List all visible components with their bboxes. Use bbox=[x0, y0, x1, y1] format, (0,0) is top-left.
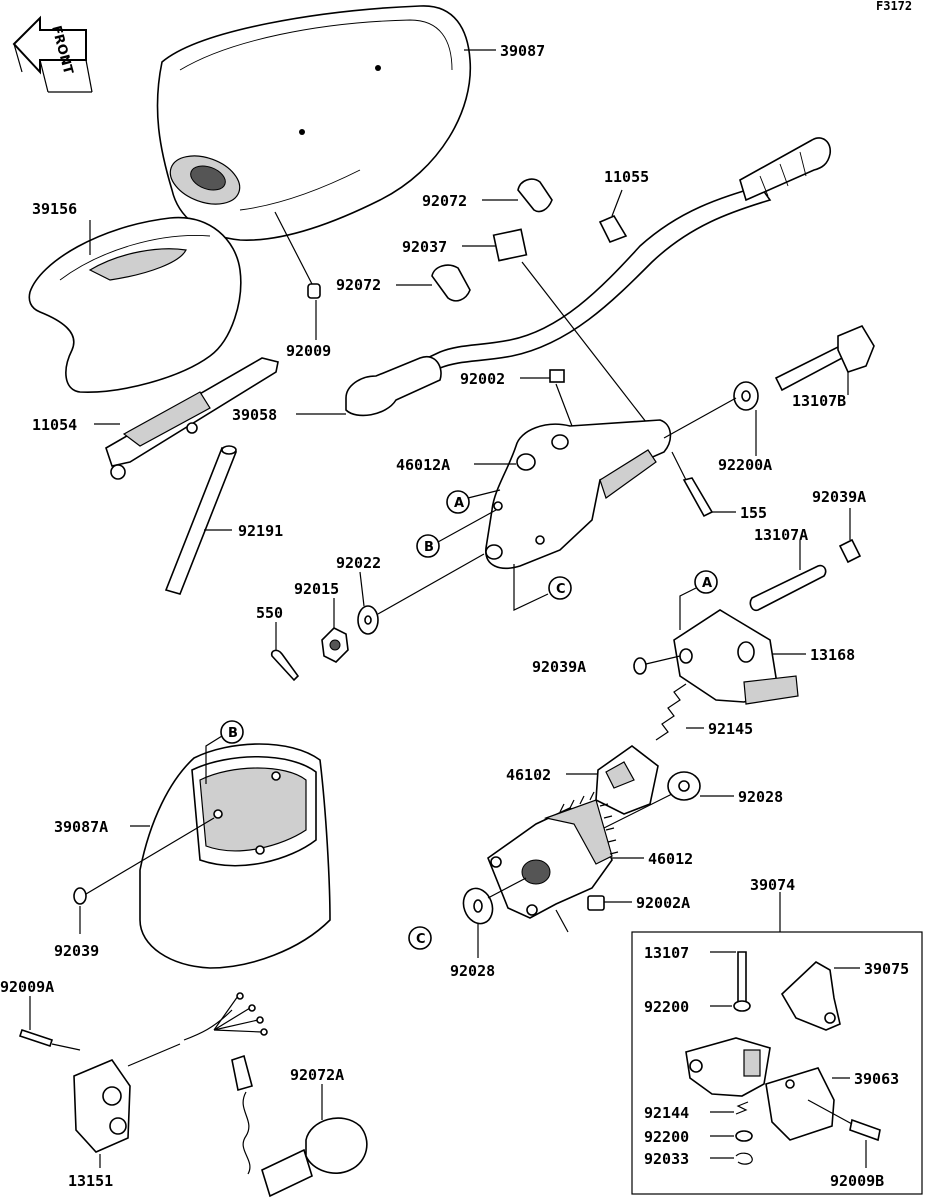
steering-arm-46012A bbox=[485, 419, 672, 570]
label-46012: 46012 bbox=[648, 850, 693, 868]
lower-pad-cover bbox=[28, 216, 242, 393]
kit-box-39074 bbox=[631, 892, 923, 1195]
washer-92022 bbox=[357, 553, 485, 635]
lower-cover-39087A bbox=[139, 743, 331, 969]
label-92039: 92039 bbox=[54, 942, 99, 960]
label-92072-top: 92072 bbox=[422, 192, 467, 210]
label-13107: 13107 bbox=[644, 944, 689, 962]
label-92028-right: 92028 bbox=[738, 788, 783, 806]
bracket-39075 bbox=[780, 961, 841, 1031]
cotter-pin-550 bbox=[270, 649, 300, 682]
label-92028-bottom: 92028 bbox=[450, 962, 495, 980]
label-13107B: 13107B bbox=[792, 392, 846, 410]
label-39087: 39087 bbox=[500, 42, 545, 60]
nut-92015 bbox=[321, 627, 349, 663]
screw-92009A bbox=[18, 1028, 81, 1051]
label-92191: 92191 bbox=[238, 522, 283, 540]
label-92144: 92144 bbox=[644, 1104, 689, 1122]
callout-A1 bbox=[446, 490, 470, 514]
bolt-155 bbox=[671, 451, 714, 518]
spring-92144 bbox=[735, 1101, 749, 1115]
washer-92200-b bbox=[735, 1130, 753, 1142]
throttle-lever bbox=[105, 357, 279, 480]
label-92009B: 92009B bbox=[830, 1172, 884, 1190]
label-92200-b: 92200 bbox=[644, 1128, 689, 1146]
label-92002: 92002 bbox=[460, 370, 505, 388]
callout-B2 bbox=[220, 720, 244, 744]
front-arrow-icon: FRONT bbox=[12, 15, 93, 93]
callout-C2 bbox=[408, 926, 432, 950]
pin-13107A bbox=[749, 564, 827, 612]
washer-92200A bbox=[663, 381, 759, 439]
lever-body bbox=[685, 1037, 771, 1097]
callout-A2 bbox=[694, 570, 718, 594]
clip-92037 bbox=[492, 228, 661, 441]
screw-92009B bbox=[807, 1099, 881, 1142]
bolt-92002A bbox=[587, 895, 605, 911]
callout-B1-text: B bbox=[424, 540, 434, 555]
label-92037: 92037 bbox=[402, 238, 447, 256]
spring-92145 bbox=[655, 683, 687, 741]
washer-92028-right bbox=[599, 771, 701, 831]
circlip-92033 bbox=[735, 1152, 753, 1165]
label-39058: 39058 bbox=[232, 406, 277, 424]
rivet-92039A-mid bbox=[633, 655, 681, 675]
switch-13151 bbox=[73, 992, 268, 1153]
label-46012A: 46012A bbox=[396, 456, 450, 474]
label-92015: 92015 bbox=[294, 580, 339, 598]
callout-C1 bbox=[548, 576, 572, 600]
label-92200-a: 92200 bbox=[644, 998, 689, 1016]
bracket-11055 bbox=[598, 214, 628, 244]
rivet-92039 bbox=[73, 817, 215, 905]
screw-92009 bbox=[274, 211, 321, 299]
bolt-13107B bbox=[774, 324, 875, 392]
label-39063: 39063 bbox=[854, 1070, 899, 1088]
label-155: 155 bbox=[740, 504, 767, 522]
bracket-13168 bbox=[673, 609, 799, 705]
callout-C2-text: C bbox=[416, 932, 426, 947]
clamp-92072-top bbox=[517, 178, 553, 213]
label-92009: 92009 bbox=[286, 342, 331, 360]
callout-C1-text: C bbox=[556, 582, 566, 597]
label-39074: 39074 bbox=[750, 876, 795, 894]
label-92145: 92145 bbox=[708, 720, 753, 738]
callout-B1 bbox=[416, 534, 440, 558]
block-46102 bbox=[595, 745, 659, 815]
rod-92191 bbox=[164, 445, 238, 595]
figure-code: F3172 bbox=[876, 0, 912, 13]
washer-92200-a bbox=[733, 1000, 751, 1012]
bolt-92002 bbox=[549, 369, 573, 427]
steering-housing-46012 bbox=[487, 791, 619, 919]
label-92009A: 92009A bbox=[0, 978, 54, 996]
label-92033: 92033 bbox=[644, 1150, 689, 1168]
callout-A2-text: A bbox=[702, 576, 712, 591]
label-550: 550 bbox=[256, 604, 283, 622]
callout-A1-text: A bbox=[454, 496, 464, 511]
label-13107A: 13107A bbox=[754, 526, 808, 544]
handlebar-pad-cover bbox=[156, 5, 472, 241]
label-92002A: 92002A bbox=[636, 894, 690, 912]
label-39087A: 39087A bbox=[54, 818, 108, 836]
rivet-92039A-top bbox=[838, 538, 862, 564]
label-46102: 46102 bbox=[506, 766, 551, 784]
clamp-92072-mid bbox=[431, 264, 471, 302]
washer-92028-bottom bbox=[462, 877, 527, 925]
label-39156: 39156 bbox=[32, 200, 77, 218]
label-13168: 13168 bbox=[810, 646, 855, 664]
label-92022: 92022 bbox=[336, 554, 381, 572]
label-11054: 11054 bbox=[32, 416, 77, 434]
label-39075: 39075 bbox=[864, 960, 909, 978]
label-92072A: 92072A bbox=[290, 1066, 344, 1084]
cap-39063 bbox=[765, 1067, 835, 1141]
label-13151: 13151 bbox=[68, 1172, 113, 1190]
label-92039A-top: 92039A bbox=[812, 488, 866, 506]
handlebar bbox=[345, 137, 832, 417]
label-92039A-mid: 92039A bbox=[532, 658, 586, 676]
lanyard-92072A bbox=[231, 1054, 368, 1198]
label-92072-mid: 92072 bbox=[336, 276, 381, 294]
callout-B2-text: B bbox=[228, 726, 238, 741]
label-11055: 11055 bbox=[604, 168, 649, 186]
label-92200A: 92200A bbox=[718, 456, 772, 474]
